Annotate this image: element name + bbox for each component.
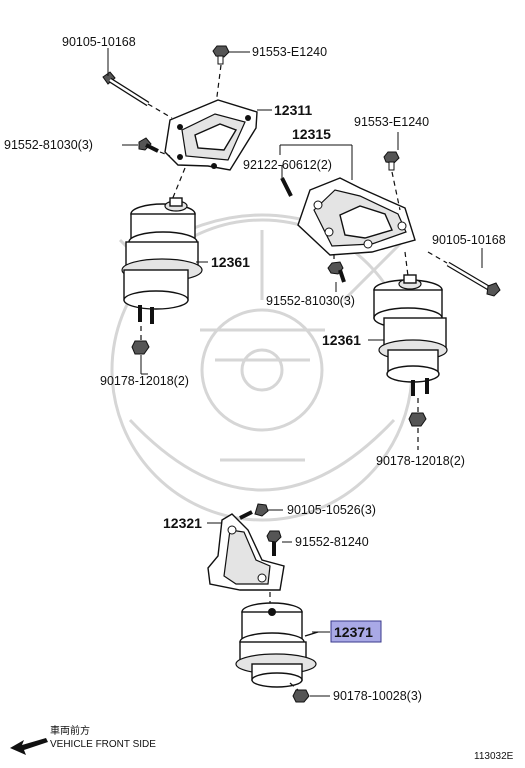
label-91552-81030-left[interactable]: 91552-81030(3) bbox=[4, 138, 93, 152]
bolt-91553-E1240-top-icon[interactable] bbox=[212, 45, 230, 65]
stud-92122-60612-icon[interactable] bbox=[280, 177, 293, 197]
label-91553-E1240-right[interactable]: 91553-E1240 bbox=[354, 115, 429, 129]
engine-mount-bracket-12321[interactable] bbox=[207, 513, 285, 591]
label-12321[interactable]: 12321 bbox=[163, 515, 202, 531]
mount-bracket-12315[interactable] bbox=[297, 177, 416, 256]
watermark-emblem bbox=[110, 213, 414, 522]
label-12371[interactable]: 12371 bbox=[334, 624, 373, 640]
diagram-code: 113032E bbox=[474, 751, 514, 762]
vehicle-front-arrow-icon bbox=[10, 738, 48, 755]
label-90105-10168-right[interactable]: 90105-10168 bbox=[432, 233, 506, 247]
nut-90178-10028-icon[interactable] bbox=[292, 689, 310, 703]
bolt-91552-81030-right-icon[interactable] bbox=[327, 261, 346, 283]
bolt-91552-81240-icon[interactable] bbox=[266, 530, 282, 556]
label-92122-60612[interactable]: 92122-60612(2) bbox=[243, 158, 332, 172]
nut-90178-12018-right-icon[interactable] bbox=[408, 412, 427, 427]
mount-plate-12311[interactable] bbox=[164, 99, 258, 171]
direction-japanese: 車両前方 bbox=[50, 724, 90, 737]
bolt-90105-10168-right-icon[interactable] bbox=[446, 261, 501, 297]
engine-mount-insulator-12361-left[interactable] bbox=[121, 197, 203, 324]
bolt-91552-81030-left-icon[interactable] bbox=[138, 137, 159, 153]
label-12361-right[interactable]: 12361 bbox=[322, 332, 361, 348]
direction-english: VEHICLE FRONT SIDE bbox=[50, 739, 156, 750]
label-91553-E1240-top[interactable]: 91553-E1240 bbox=[252, 45, 327, 59]
engine-mount-insulator-12361-right[interactable] bbox=[373, 274, 448, 396]
label-12311[interactable]: 12311 bbox=[274, 102, 312, 118]
label-91552-81240[interactable]: 91552-81240 bbox=[295, 535, 369, 549]
label-91552-81030-right[interactable]: 91552-81030(3) bbox=[266, 294, 355, 308]
label-12315[interactable]: 12315 bbox=[292, 126, 331, 142]
nut-90178-12018-left-icon[interactable] bbox=[131, 340, 150, 355]
engine-mount-insulator-12371[interactable] bbox=[235, 602, 319, 688]
label-90178-12018-right[interactable]: 90178-12018(2) bbox=[376, 454, 465, 468]
label-90105-10526[interactable]: 90105-10526(3) bbox=[287, 503, 376, 517]
label-90178-12018-left[interactable]: 90178-12018(2) bbox=[100, 374, 189, 388]
bolt-90105-10168-top-icon[interactable] bbox=[102, 71, 150, 107]
label-12371-highlight[interactable]: 12371 bbox=[330, 620, 382, 643]
label-90178-10028[interactable]: 90178-10028(3) bbox=[333, 689, 422, 703]
label-90105-10168-top[interactable]: 90105-10168 bbox=[62, 35, 136, 49]
bolt-91553-E1240-right-icon[interactable] bbox=[383, 151, 400, 171]
highlight-box bbox=[330, 620, 382, 643]
label-12361-left[interactable]: 12361 bbox=[211, 254, 250, 270]
bolt-90105-10526-icon[interactable] bbox=[239, 503, 269, 520]
